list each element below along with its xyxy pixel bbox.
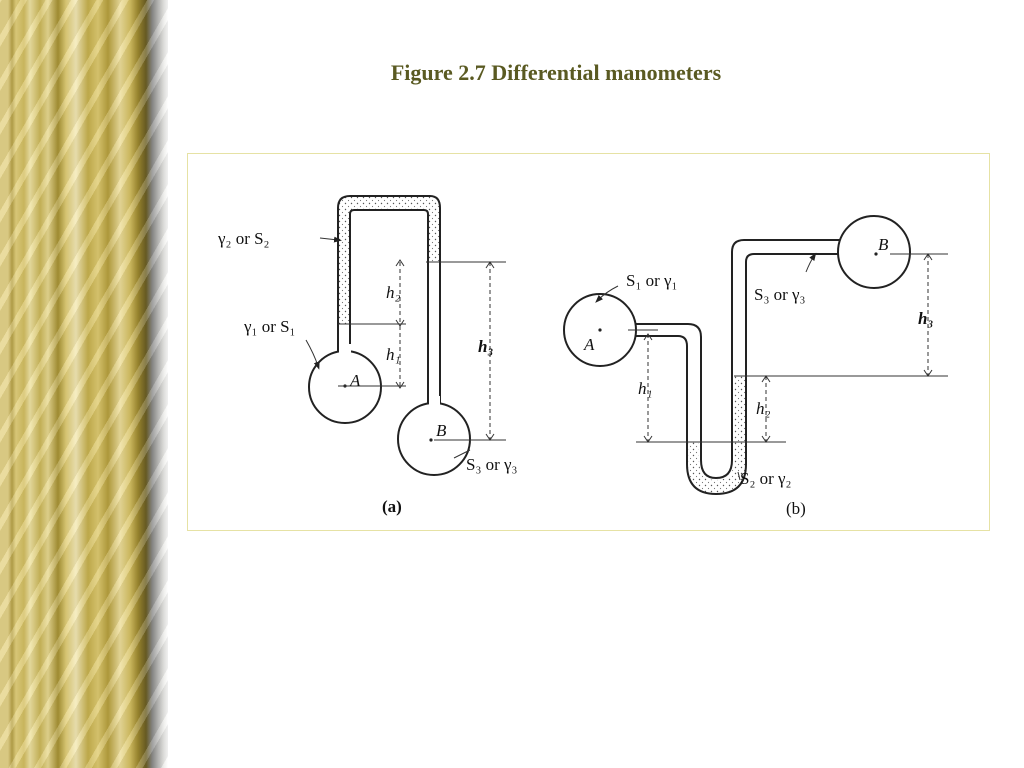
label-fluid-top-a: γ₂ or S₂ [217, 229, 269, 248]
liquid-s2-a [338, 196, 440, 324]
label-h2-b: h₂ [756, 399, 771, 418]
label-h3-b: h₃ [918, 309, 933, 328]
tube-inner-b [628, 239, 842, 480]
label-fluid-right-a: S₃ or γ₃ [466, 455, 518, 474]
manometer-a [305, 195, 506, 476]
label-fluid-left-b: S₁ or γ₁ [626, 271, 677, 290]
label-fluid-bottom-b: S₂ or γ₂ [740, 469, 791, 488]
manometer-diagram: γ₂ or S₂ γ₁ or S₁ S₃ or γ₃ A B h₂ h₁ h₃ … [217, 195, 948, 518]
tube-outer-b [628, 253, 842, 496]
label-h3-a: h₃ [478, 337, 493, 356]
label-point-b-a: B [436, 421, 447, 440]
label-point-a-b: A [583, 335, 595, 354]
caption-a: (a) [382, 497, 402, 516]
tube-inner-a [349, 209, 429, 404]
caption-b: (b) [786, 499, 806, 518]
label-point-a-a: A [349, 371, 361, 390]
figure-title: Figure 2.7 Differential manometers [390, 60, 722, 85]
label-h2-a: h₂ [386, 283, 401, 302]
tube-outer-a [337, 195, 441, 404]
liquid-s2-b [687, 376, 746, 494]
manometer-b [563, 215, 948, 496]
decorative-left-band [0, 0, 168, 768]
label-fluid-left-a: γ₁ or S₁ [243, 317, 295, 336]
bulb-b-right [397, 402, 471, 476]
bulb-b-right-b [837, 215, 911, 289]
label-h1-b: h₁ [638, 379, 652, 398]
figure-panel: γ₂ or S₂ γ₁ or S₁ S₃ or γ₃ A B h₂ h₁ h₃ … [187, 153, 990, 531]
label-point-b-b: B [878, 235, 889, 254]
label-h1-a: h₁ [386, 345, 400, 364]
label-fluid-right-b: S₃ or γ₃ [754, 285, 806, 304]
